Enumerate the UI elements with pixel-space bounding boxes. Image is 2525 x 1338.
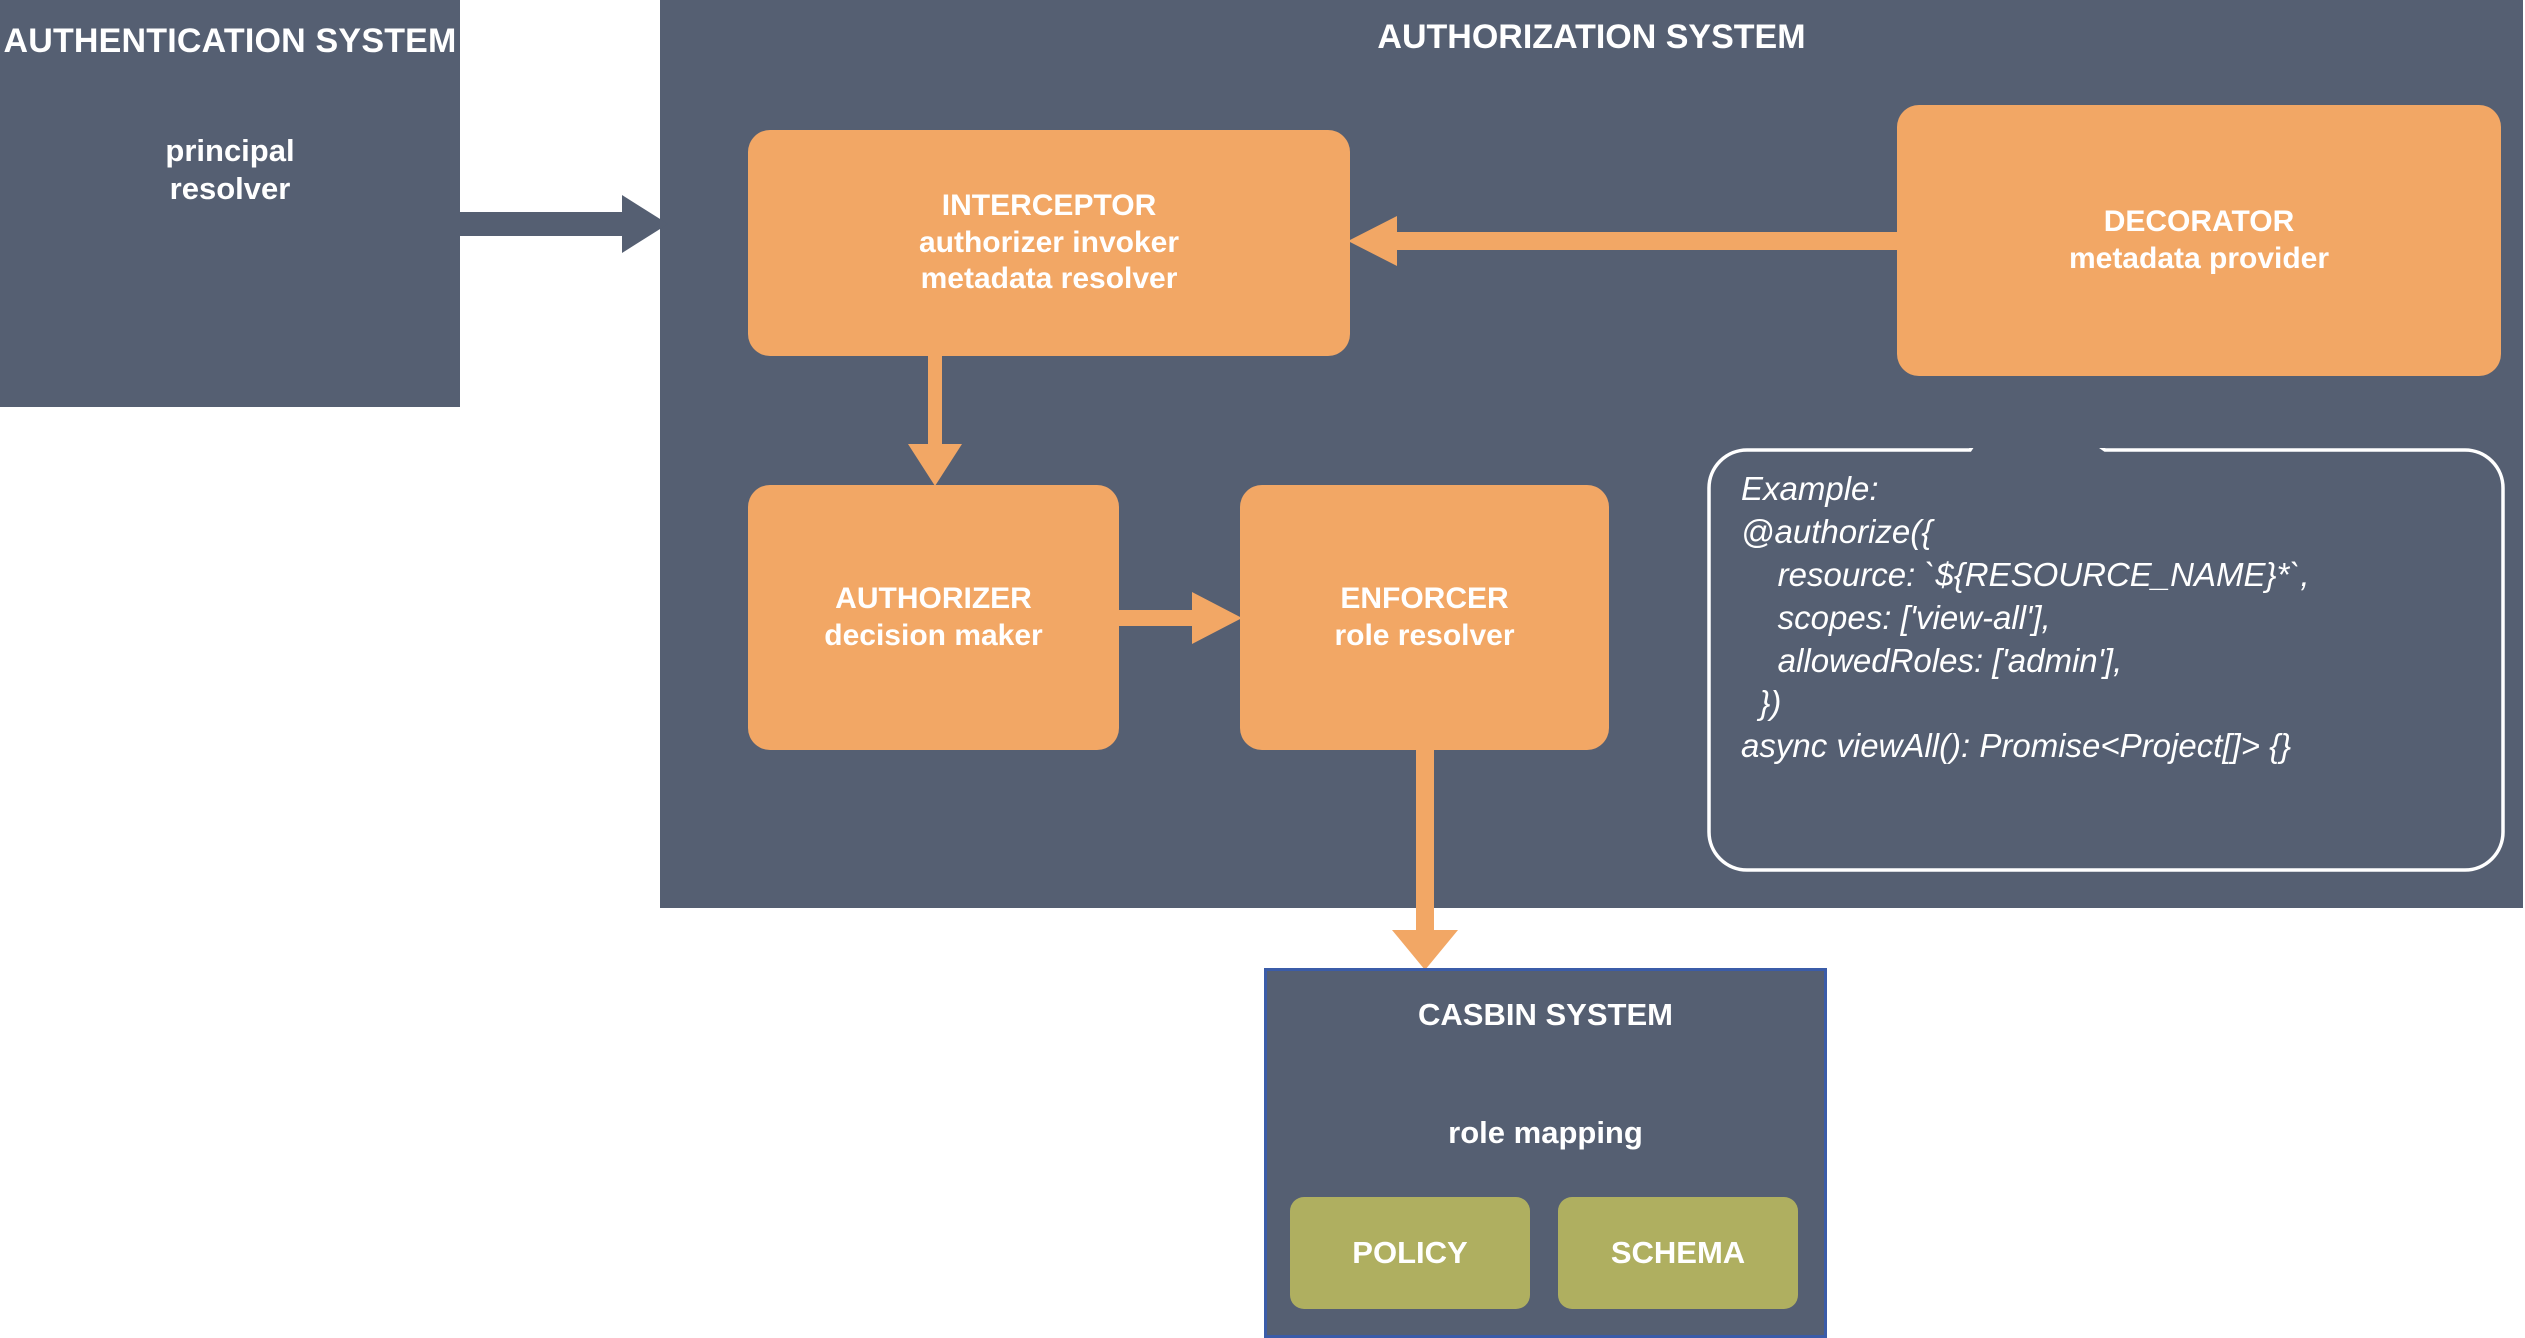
authentication-system-subtitle: principal resolver [165,132,295,207]
node-decorator-title: DECORATOR [2103,204,2295,238]
casbin-system-panel: CASBIN SYSTEM role mapping POLICY SCHEMA [1264,968,1827,1338]
node-enforcer-line1: role resolver [1334,618,1515,652]
arrow-auth-to-interceptor [460,195,668,253]
node-interceptor-line2: metadata resolver [920,262,1178,296]
node-interceptor[interactable]: INTERCEPTOR authorizer invoker metadata … [748,130,1350,356]
node-decorator-line1: metadata provider [2068,241,2330,275]
casbin-system-subtitle: role mapping [1448,1115,1643,1150]
node-enforcer-title: ENFORCER [1340,581,1509,615]
chip-policy[interactable]: POLICY [1290,1197,1530,1309]
example-callout: Example: @authorize({ resource: `${RESOU… [1707,383,2507,872]
authentication-system-panel: AUTHENTICATION SYSTEM principal resolver [0,0,460,407]
callout-bubble-shape [1707,383,2505,872]
node-decorator[interactable]: DECORATOR metadata provider [1897,105,2501,376]
node-authorizer-title: AUTHORIZER [835,581,1032,615]
node-authorizer[interactable]: AUTHORIZER decision maker [748,485,1119,750]
chip-policy-label: POLICY [1352,1235,1468,1270]
node-authorizer-line1: decision maker [824,618,1043,652]
chip-schema-label: SCHEMA [1610,1235,1746,1270]
authentication-system-title: AUTHENTICATION SYSTEM [3,22,457,60]
authorization-system-title: AUTHORIZATION SYSTEM [1377,18,1806,56]
example-callout-code: Example: @authorize({ resource: `${RESOU… [1741,470,2310,765]
node-interceptor-title: INTERCEPTOR [941,189,1157,223]
node-enforcer[interactable]: ENFORCER role resolver [1240,485,1609,750]
chip-schema[interactable]: SCHEMA [1558,1197,1798,1309]
node-interceptor-line1: authorizer invoker [918,225,1180,259]
casbin-system-title: CASBIN SYSTEM [1418,997,1673,1032]
